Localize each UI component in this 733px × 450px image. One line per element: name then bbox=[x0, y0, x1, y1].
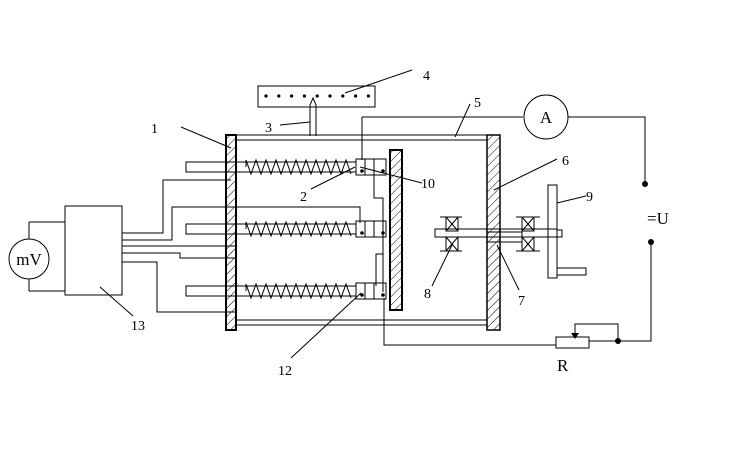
label-8: 8 bbox=[424, 287, 431, 302]
handwheel[interactable] bbox=[547, 184, 587, 279]
contact-wiring bbox=[361, 117, 556, 346]
scale-dot bbox=[277, 94, 281, 98]
scale-dots bbox=[264, 94, 370, 98]
labels: 1 2 3 4 5 6 7 8 9 10 12 13 A mV R =U bbox=[16, 69, 669, 379]
resistor-label: R bbox=[557, 356, 569, 375]
external-circuit bbox=[362, 94, 654, 349]
rod-assembly bbox=[185, 282, 387, 300]
label-5: 5 bbox=[474, 96, 481, 111]
label-7: 7 bbox=[518, 294, 525, 309]
contact-block bbox=[373, 158, 387, 176]
spring bbox=[245, 158, 352, 176]
label-12: 12 bbox=[278, 364, 292, 379]
millivoltmeter bbox=[8, 221, 65, 292]
ammeter-label: A bbox=[540, 108, 553, 127]
contact-block bbox=[373, 220, 387, 238]
moving-plate bbox=[389, 149, 403, 311]
left-plate bbox=[225, 134, 237, 331]
scale-dot bbox=[290, 94, 294, 98]
scale-dot bbox=[315, 94, 319, 98]
label-13: 13 bbox=[131, 319, 145, 334]
scale-dot bbox=[341, 94, 345, 98]
millivoltmeter-label: mV bbox=[16, 250, 42, 269]
label-1: 1 bbox=[151, 122, 158, 137]
scale-dot bbox=[328, 94, 332, 98]
label-9: 9 bbox=[586, 190, 593, 205]
signal-leads bbox=[122, 179, 361, 313]
spring bbox=[245, 220, 352, 238]
scale-dot bbox=[366, 94, 370, 98]
leader-lines bbox=[99, 69, 587, 359]
spring-rods bbox=[185, 158, 387, 300]
pointer bbox=[309, 96, 317, 136]
label-6: 6 bbox=[562, 154, 569, 169]
resistor bbox=[555, 336, 590, 349]
label-4: 4 bbox=[423, 69, 430, 84]
voltage-source-label: =U bbox=[647, 209, 669, 228]
bearing-left bbox=[440, 216, 462, 252]
scale-dot bbox=[302, 94, 306, 98]
label-10: 10 bbox=[421, 177, 435, 192]
label-3: 3 bbox=[265, 121, 272, 136]
rod-assembly bbox=[185, 220, 387, 238]
scale-dot bbox=[264, 94, 268, 98]
bearing-right bbox=[516, 216, 540, 252]
contact-block bbox=[373, 282, 387, 300]
label-2: 2 bbox=[300, 190, 307, 205]
scale-dot bbox=[354, 94, 358, 98]
rod-assembly bbox=[185, 158, 387, 176]
spring bbox=[245, 282, 352, 300]
measuring-block bbox=[64, 205, 123, 296]
